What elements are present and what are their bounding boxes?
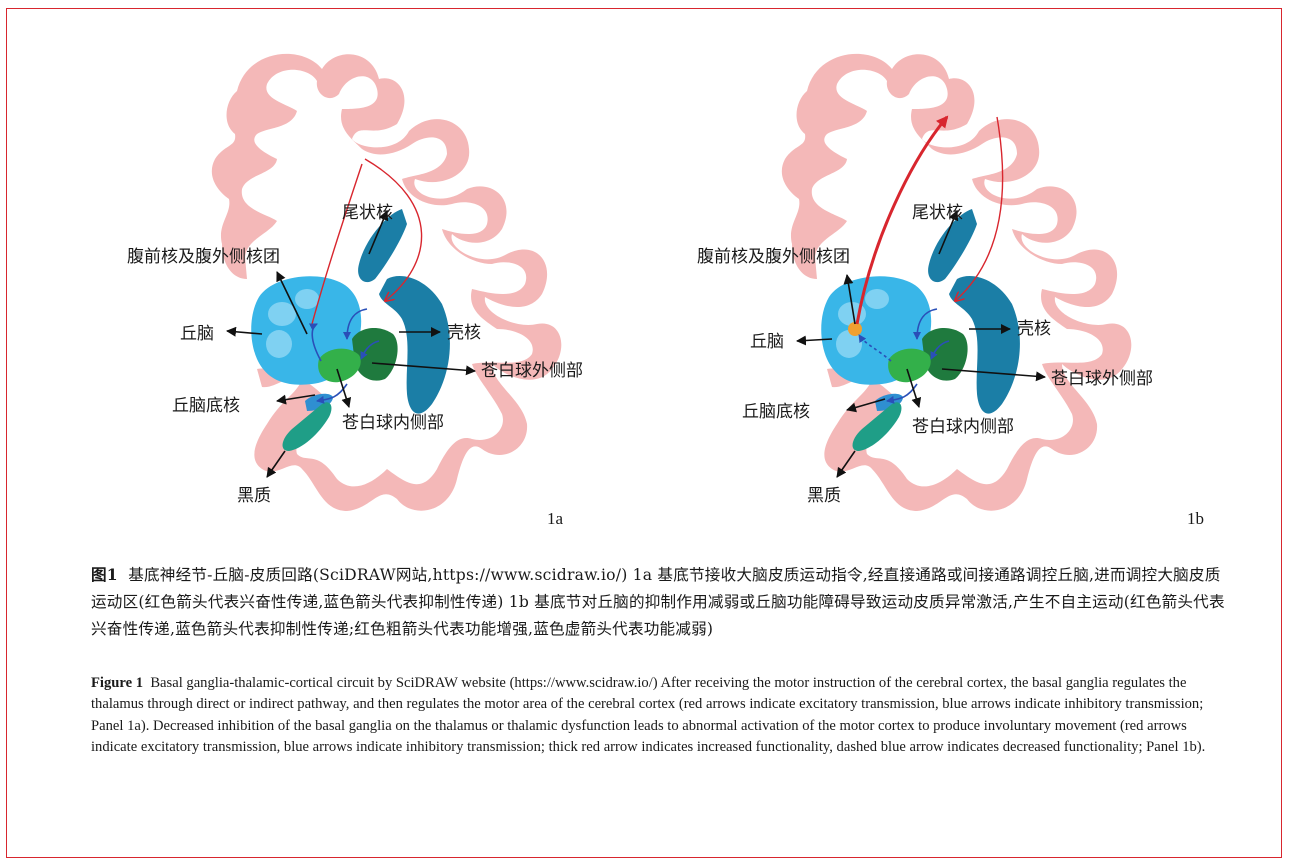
va-vl-activation-dot	[848, 322, 862, 336]
panel-1b: 尾状核 腹前核及腹外侧核团 丘脑 壳核 苍白球外侧部 丘脑底核 苍白球内侧部 黑…	[667, 39, 1267, 539]
label-caudate: 尾状核	[342, 203, 393, 223]
panel-label-1a: 1a	[547, 509, 563, 529]
label-stn: 丘脑底核	[172, 396, 240, 416]
brain-diagram-1a	[97, 39, 697, 539]
caption-english: Figure 1 Basal ganglia-thalamic-cortical…	[91, 673, 1231, 759]
label-putamen: 壳核	[1017, 319, 1051, 339]
globus-pallidus-externus	[352, 328, 398, 381]
globus-pallidus-externus	[922, 328, 968, 381]
caption-chinese: 图1 基底神经节-丘脑-皮质回路(SciDRAW网站,https://www.s…	[91, 561, 1231, 643]
caption-figure-number: Figure 1	[91, 675, 143, 691]
panel-label-1b: 1b	[1187, 509, 1204, 529]
label-gpe: 苍白球外侧部	[1051, 369, 1153, 389]
label-stn: 丘脑底核	[742, 402, 810, 422]
brain-diagram-1b	[667, 39, 1267, 539]
caption-text: Basal ganglia-thalamic-cortical circuit …	[91, 675, 1205, 755]
caption-text: 基底神经节-丘脑-皮质回路(SciDRAW网站,https://www.scid…	[91, 566, 1225, 638]
caption-figure-number: 图1	[91, 565, 118, 584]
label-putamen: 壳核	[447, 323, 481, 343]
label-gpe: 苍白球外侧部	[481, 361, 583, 381]
label-substantia-nigra: 黑质	[237, 486, 271, 506]
label-gpi: 苍白球内侧部	[912, 417, 1014, 437]
label-thalamus: 丘脑	[180, 324, 214, 344]
label-va-vl-nuclei: 腹前核及腹外侧核团	[127, 247, 280, 267]
label-thalamus: 丘脑	[750, 332, 784, 352]
label-caudate: 尾状核	[912, 203, 963, 223]
label-substantia-nigra: 黑质	[807, 486, 841, 506]
label-gpi: 苍白球内侧部	[342, 413, 444, 433]
label-va-vl-nuclei: 腹前核及腹外侧核团	[697, 247, 850, 267]
figure-frame: 尾状核 腹前核及腹外侧核团 丘脑 壳核 苍白球外侧部 丘脑底核 苍白球内侧部 黑…	[6, 8, 1282, 858]
panel-1a: 尾状核 腹前核及腹外侧核团 丘脑 壳核 苍白球外侧部 丘脑底核 苍白球内侧部 黑…	[97, 39, 697, 539]
